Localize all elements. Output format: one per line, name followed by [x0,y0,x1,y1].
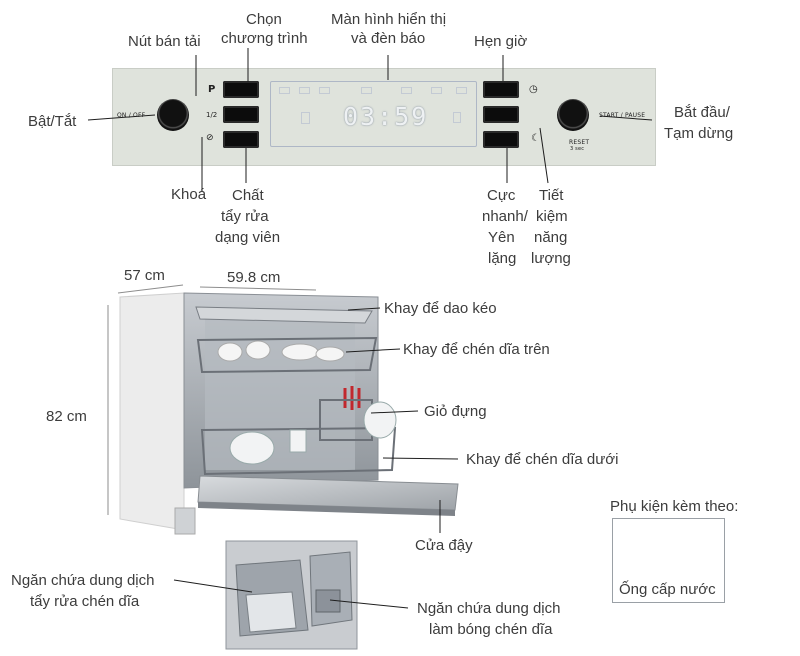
start-pause-text: START / PAUSE [599,112,646,119]
eco-button[interactable] [483,106,519,123]
reset-text: RESET [569,139,590,146]
dishwasher-side-panel [119,292,185,531]
display-indicator-icon [401,87,412,94]
dimension-height: 82 cm [46,408,87,425]
display-screen: 03:59 [270,81,477,147]
dimension-width: 59.8 cm [227,269,281,286]
eco-icon: ☾ [531,133,540,144]
callout-program-1: Chọn [246,11,282,28]
tub-back-wall [205,310,355,470]
display-indicator-icon [279,87,290,94]
callout-tablet-3: dạng viên [215,229,281,246]
accessory-heading: Phụ kiện kèm theo: [610,498,739,515]
start-pause-knob[interactable] [557,99,589,131]
lower-rack [200,426,397,476]
callout-program-2: chương trình [221,30,308,47]
control-panel: ON / OFF P 1/2 ⊘ 03:59 ◷ ☾ START / PAUSE… [112,68,656,166]
reset-sub-text: 3 sec [570,146,585,152]
display-indicator-icon [453,112,461,123]
callout-quick-2: nhanh/ [482,208,528,225]
label-basket: Giỏ đựng [424,403,487,420]
display-indicator-icon [361,87,372,94]
callout-timer: Hẹn giờ [474,33,528,50]
accessory-box: Ống cấp nước [612,518,725,603]
label-detergent-2: tẩy rửa chén dĩa [30,593,140,610]
door-edge [198,502,455,516]
dimension-lines [107,284,317,515]
callout-start-1: Bắt đầu/ [674,104,730,121]
cutlery-tray [195,306,373,324]
half-load-symbol: 1/2 [206,111,218,119]
callout-half-load: Nút bán tải [128,33,201,50]
dispenser-inset [225,540,358,650]
label-detergent-1: Ngăn chứa dung dịch [11,572,155,589]
display-indicator-icon [431,87,442,94]
tablet-button[interactable] [223,131,259,148]
accessory-item-label: Ống cấp nước [619,581,716,598]
program-button[interactable] [223,81,259,98]
callout-eco-4: lượng [531,250,571,267]
label-lower-rack: Khay để chén dĩa dưới [466,451,619,468]
on-off-text: ON / OFF [117,112,146,119]
lower-rack-dishes [229,401,397,465]
callout-quick-4: lặng [488,250,517,267]
upper-rack-plates [217,340,345,362]
cutlery-basket-items [343,386,361,410]
upper-rack [196,336,378,374]
part-leader-lines [173,307,459,609]
callout-quick-3: Yên [488,229,515,246]
label-door: Cửa đậy [415,537,473,554]
timer-icon: ◷ [529,84,538,95]
display-time: 03:59 [343,102,429,131]
display-indicator-icon [301,112,310,124]
callout-eco-1: Tiết [539,187,564,204]
power-knob[interactable] [157,99,189,131]
toe-kick [174,507,196,535]
callout-tablet-1: Chất [232,187,264,204]
callout-start-2: Tạm dừng [664,125,734,142]
panel-leader-lines [87,48,653,192]
lock-icon: ⊘ [206,133,214,143]
callout-power: Bật/Tắt [28,113,77,130]
callout-eco-2: kiệm [536,208,568,225]
callout-tablet-2: tẩy rửa [221,208,269,225]
label-rinse-1: Ngăn chứa dung dịch [417,600,561,617]
program-symbol: P [208,84,216,95]
callout-display-2: và đèn báo [351,30,426,47]
dimension-depth: 57 cm [124,267,165,284]
timer-button[interactable] [483,81,519,98]
label-rinse-2: làm bóng chén dĩa [429,621,553,638]
callout-eco-3: năng [534,229,568,246]
label-upper-rack: Khay để chén dĩa trên [403,341,550,358]
display-indicator-icon [299,87,310,94]
callout-display-1: Màn hình hiển thị [331,11,447,28]
quick-silent-button[interactable] [483,131,519,148]
display-indicator-icon [319,87,330,94]
label-cutlery-tray: Khay để dao kéo [384,300,497,317]
callout-lock: Khoá [171,186,207,203]
display-indicator-icon [456,87,467,94]
callout-quick-1: Cực [487,187,516,204]
half-load-button[interactable] [223,106,259,123]
